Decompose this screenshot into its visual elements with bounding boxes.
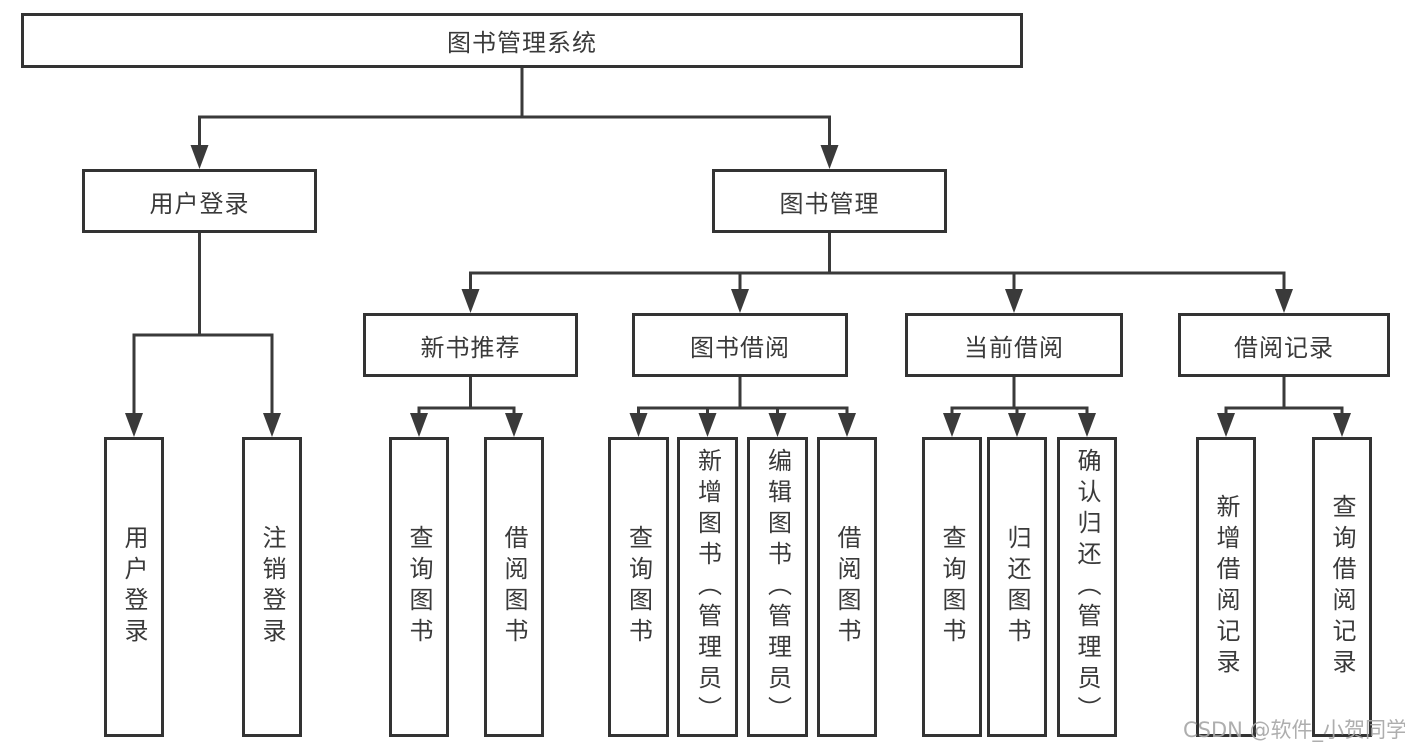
node-user-login-branch: 用户登录 xyxy=(82,169,317,233)
node-label: 借阅图书 xyxy=(500,525,528,649)
leaf-confirm-return-admin: 确认归还（管理员） xyxy=(1057,437,1117,737)
node-label: 借阅记录 xyxy=(1234,333,1334,362)
arrowheads xyxy=(125,145,1351,437)
node-label: 借阅图书 xyxy=(833,525,861,649)
leaf-edit-books-admin: 编辑图书（管理员） xyxy=(747,437,808,737)
leaf-borrow-books-2: 借阅图书 xyxy=(817,437,877,737)
node-label: 注销登录 xyxy=(258,525,286,649)
node-book-management-branch: 图书管理 xyxy=(712,169,947,233)
node-label: 新增图书（管理员） xyxy=(693,447,722,727)
node-label: 图书借阅 xyxy=(690,333,790,362)
node-label: 确认归还（管理员） xyxy=(1073,447,1101,727)
leaf-return-books: 归还图书 xyxy=(987,437,1047,737)
node-label: 查询图书 xyxy=(405,525,433,649)
leaf-add-borrow-record: 新增借阅记录 xyxy=(1196,437,1256,737)
node-current-borrowing: 当前借阅 xyxy=(905,313,1123,377)
node-root-system: 图书管理系统 xyxy=(21,13,1023,68)
leaf-query-books-1: 查询图书 xyxy=(389,437,449,737)
node-label: 图书管理 xyxy=(779,189,880,218)
leaf-query-books-2: 查询图书 xyxy=(608,437,669,737)
leaf-add-books-admin: 新增图书（管理员） xyxy=(677,437,738,737)
node-label: 当前借阅 xyxy=(964,333,1064,362)
leaf-query-borrow-record: 查询借阅记录 xyxy=(1312,437,1372,737)
node-label: 查询借阅记录 xyxy=(1328,494,1356,680)
leaf-user-login: 用户登录 xyxy=(104,437,164,737)
leaf-logout: 注销登录 xyxy=(242,437,302,737)
node-book-borrowing: 图书借阅 xyxy=(632,313,848,377)
node-new-book-recommend: 新书推荐 xyxy=(363,313,578,377)
node-label: 归还图书 xyxy=(1003,525,1031,649)
leaf-query-books-3: 查询图书 xyxy=(922,437,982,737)
node-label: 用户登录 xyxy=(149,189,250,218)
node-borrow-records: 借阅记录 xyxy=(1178,313,1390,377)
leaf-borrow-books-1: 借阅图书 xyxy=(484,437,544,737)
node-label: 图书管理系统 xyxy=(447,29,597,57)
node-label: 新增借阅记录 xyxy=(1212,494,1240,680)
node-label: 查询图书 xyxy=(938,525,966,649)
node-label: 新书推荐 xyxy=(420,333,521,362)
node-label: 用户登录 xyxy=(120,525,148,649)
node-label: 编辑图书（管理员） xyxy=(763,447,792,727)
csdn-watermark: CSDN @软件_小贺同学 xyxy=(1183,718,1405,742)
node-label: 查询图书 xyxy=(624,525,653,649)
